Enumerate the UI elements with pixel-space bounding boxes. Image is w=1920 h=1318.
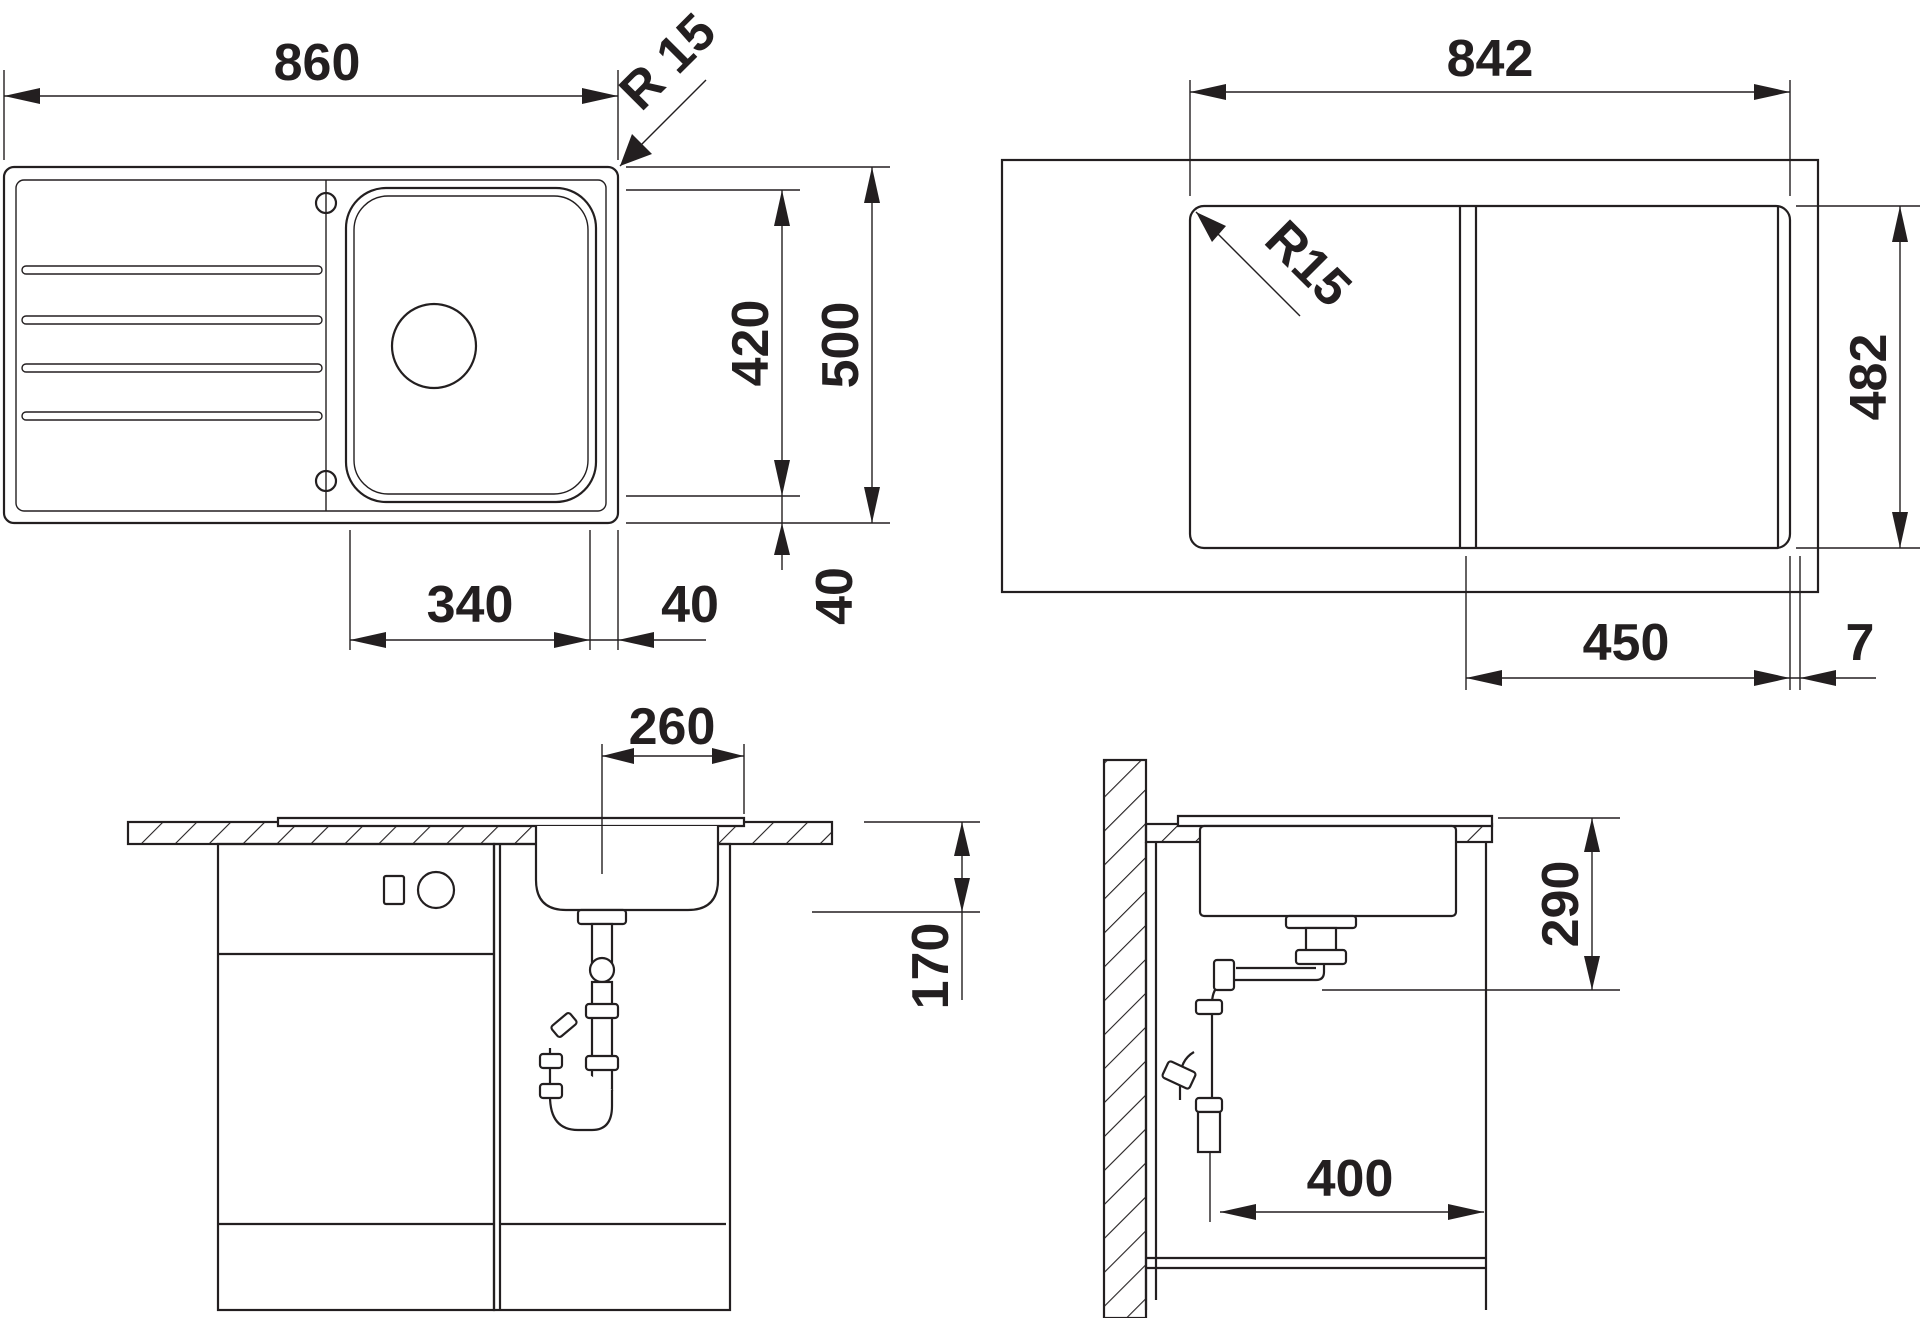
dimension-bowl-section-450: 450 xyxy=(1465,556,1876,690)
dimension-installation-height-290: 290 xyxy=(1322,817,1620,991)
side-bowl xyxy=(1198,824,1458,918)
sink-inner-rim xyxy=(15,179,607,512)
bowl-depth-label: 420 xyxy=(722,300,780,387)
front-sink-rim xyxy=(276,816,746,828)
front-trap xyxy=(538,908,628,1132)
dimension-bowl-depth-420: 420 xyxy=(722,190,790,496)
side-sink-rim xyxy=(1176,814,1494,828)
drain-groove-2 xyxy=(21,315,323,325)
bowl-section-label: 450 xyxy=(1583,614,1670,672)
worktop-outline xyxy=(1000,158,1820,594)
side-view: 290 400 xyxy=(1102,758,1620,1318)
cutout-depth-label: 482 xyxy=(1840,334,1898,421)
front-bowl xyxy=(534,826,720,912)
dimension-bottom-40: 40 xyxy=(774,496,864,625)
top-view: 860 R 15 420 500 xyxy=(2,3,890,650)
front-view: 260 170 xyxy=(126,698,980,1312)
dimension-edge-7: 7 xyxy=(1800,614,1874,686)
front-control-knob xyxy=(416,870,456,910)
front-cabinet-left xyxy=(216,842,496,1312)
bowl-height-label: 170 xyxy=(902,923,960,1010)
waste-offset-label: 400 xyxy=(1307,1150,1394,1208)
tap-hole-top xyxy=(314,191,338,215)
dimension-depth-500: 500 xyxy=(812,167,880,523)
cutout-radius-label: R15 xyxy=(1254,210,1362,318)
rim-offset-label: 40 xyxy=(661,576,719,634)
bowl-inner xyxy=(353,195,589,495)
dimension-bowl-width-340: 340 xyxy=(349,530,706,650)
bowl-outline xyxy=(344,186,598,504)
tap-hole-bottom xyxy=(314,469,338,493)
installation-height-label: 290 xyxy=(1532,861,1590,948)
radius-label: R 15 xyxy=(609,3,728,122)
width-label: 860 xyxy=(274,34,361,92)
bowl-width-label: 340 xyxy=(427,576,514,634)
drain-circle xyxy=(390,302,478,390)
dimension-radius-top: R 15 xyxy=(609,3,728,167)
dimension-width-860: 860 xyxy=(3,34,619,160)
drain-groove-1 xyxy=(21,265,323,275)
cutout-width-label: 842 xyxy=(1447,30,1534,88)
dimension-rim-40: 40 xyxy=(618,576,719,648)
side-waste xyxy=(1161,914,1358,1222)
overall-depth-label: 500 xyxy=(812,302,870,389)
cutout-view: 842 R15 482 450 7 xyxy=(1000,30,1920,690)
front-control-switch xyxy=(382,874,406,906)
edge-offset-label: 7 xyxy=(1846,614,1875,672)
dimension-cutout-depth-482: 482 xyxy=(1796,205,1920,549)
dimension-cutout-width-842: 842 xyxy=(1189,30,1791,196)
drain-offset-label: 260 xyxy=(629,698,716,756)
dimension-waste-offset-400: 400 xyxy=(1220,1150,1484,1220)
dimension-drain-offset-260: 260 xyxy=(601,698,745,874)
side-wall xyxy=(1102,758,1148,1318)
cutout-outline xyxy=(1188,204,1792,550)
sink-outline xyxy=(2,165,620,525)
dimension-radius-cutout: R15 xyxy=(1195,210,1362,318)
dimension-bowl-height-170: 170 xyxy=(812,821,980,1010)
bottom-offset-label: 40 xyxy=(806,567,864,625)
drain-groove-3 xyxy=(21,363,323,373)
drain-groove-4 xyxy=(21,411,323,421)
